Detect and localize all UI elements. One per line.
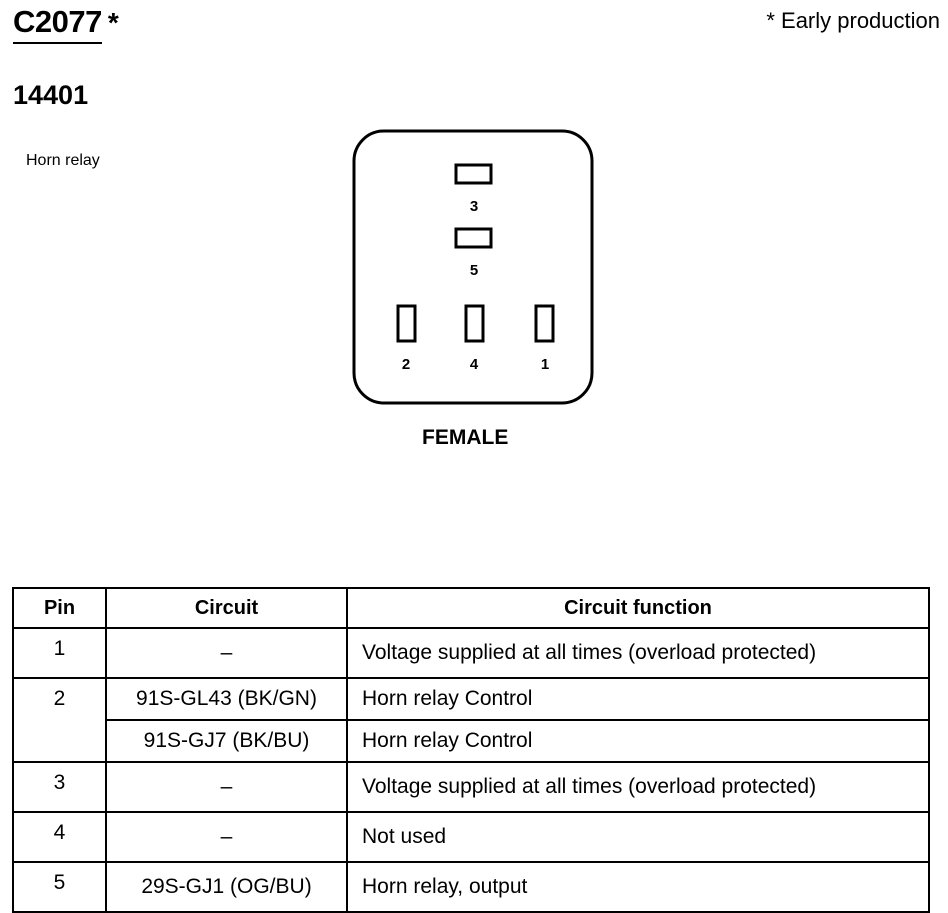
cell-pin: 2 — [12, 677, 107, 763]
table-row: 91S-GJ7 (BK/BU) Horn relay Control — [13, 719, 930, 763]
cell-function: Horn relay, output — [346, 861, 930, 913]
pin-label-2: 2 — [402, 356, 410, 373]
header-pin: Pin — [12, 587, 107, 629]
pin-table: Pin Circuit Circuit function 1 – Voltage… — [12, 587, 930, 913]
connector-id: C2077* — [13, 4, 119, 44]
cell-function: Voltage supplied at all times (overload … — [346, 761, 930, 813]
connector-gender: FEMALE — [422, 426, 509, 449]
cell-circuit: 91S-GJ7 (BK/BU) — [105, 719, 348, 763]
cell-circuit: – — [105, 761, 348, 813]
early-production-note: * Early production — [766, 8, 940, 33]
table-row: 1 – Voltage supplied at all times (overl… — [12, 627, 930, 679]
cell-circuit: – — [105, 627, 348, 679]
header-circuit: Circuit — [105, 587, 348, 629]
cell-function: Voltage supplied at all times (overload … — [346, 627, 930, 679]
pin-label-5: 5 — [470, 262, 478, 279]
table-header-row: Pin Circuit Circuit function — [12, 587, 930, 629]
part-number: 14401 — [13, 80, 89, 110]
table-row: 2 91S-GL43 (BK/GN) Horn relay Control — [12, 677, 930, 763]
cell-function: Horn relay Control — [346, 719, 930, 763]
terminal-5 — [454, 227, 493, 249]
header-circuit-function: Circuit function — [346, 587, 930, 629]
table-row: 3 – Voltage supplied at all times (overl… — [12, 761, 930, 813]
terminal-4 — [464, 304, 485, 343]
component-description: Horn relay — [26, 152, 100, 169]
cell-circuit: 29S-GJ1 (OG/BU) — [105, 861, 348, 913]
table-row: 4 – Not used — [12, 811, 930, 863]
cell-function: Horn relay Control — [346, 677, 930, 721]
pin-label-4: 4 — [470, 356, 479, 373]
terminal-1 — [534, 304, 555, 343]
cell-pin: 3 — [12, 761, 107, 813]
cell-pin: 1 — [12, 627, 107, 679]
cell-pin: 5 — [12, 861, 107, 913]
cell-circuit: 91S-GL43 (BK/GN) — [105, 677, 348, 721]
connector-face-diagram: 3 5 2 4 1 — [352, 129, 594, 405]
terminal-3 — [454, 163, 493, 185]
connector-id-text: C2077 — [13, 4, 102, 44]
terminal-2 — [396, 304, 417, 343]
pin-label-3: 3 — [470, 198, 478, 215]
connector-housing — [352, 129, 594, 405]
connector-asterisk: * — [107, 7, 119, 38]
cell-function: Not used — [346, 811, 930, 863]
table-row: 5 29S-GJ1 (OG/BU) Horn relay, output — [12, 861, 930, 913]
cell-pin: 4 — [12, 811, 107, 863]
pin-label-1: 1 — [541, 356, 549, 373]
cell-circuit: – — [105, 811, 348, 863]
